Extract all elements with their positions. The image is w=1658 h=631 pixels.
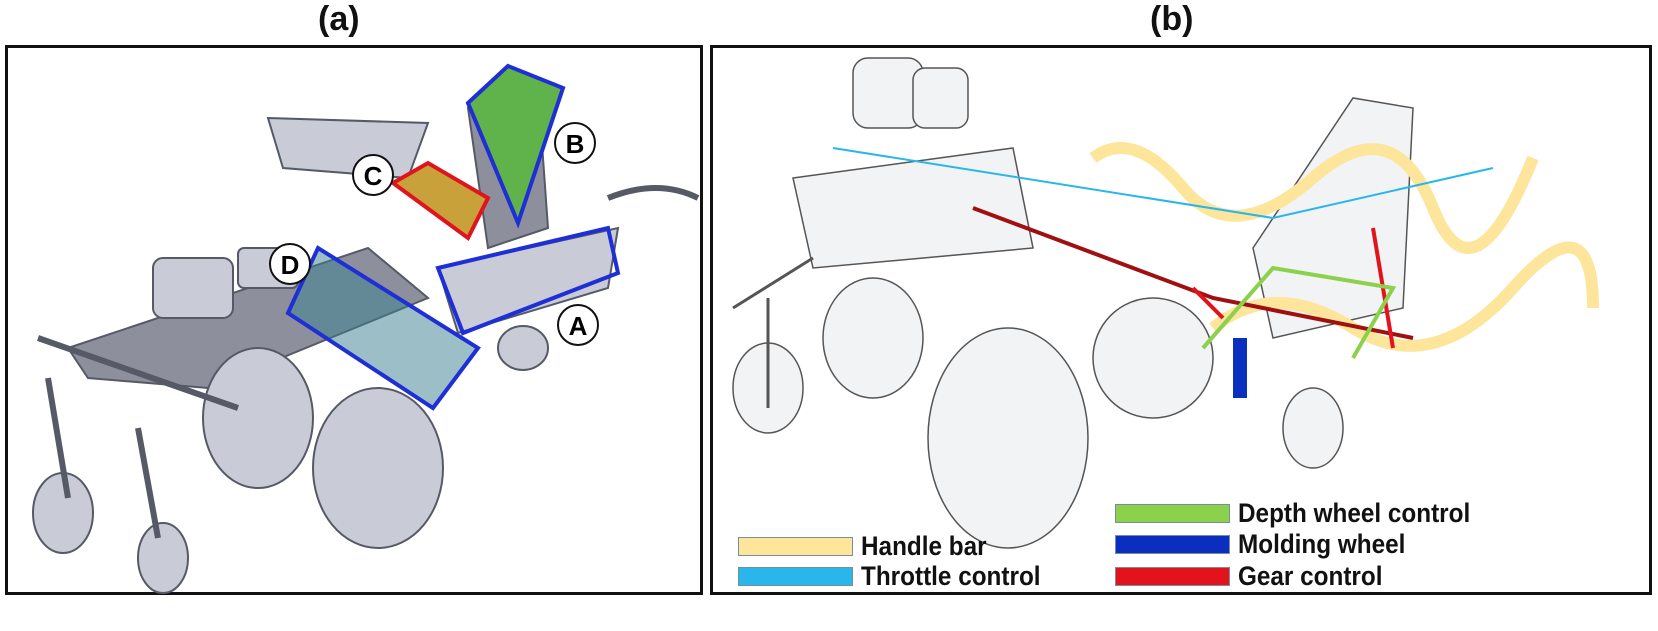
- legend-label: Handle bar: [861, 531, 987, 561]
- depth-wheel-part: [1201, 265, 1397, 359]
- legend-swatch: [738, 537, 853, 556]
- legend-item-throttle-control: Throttle control: [738, 561, 1060, 592]
- legend-label: Gear control: [1238, 561, 1383, 591]
- planter-wireframe-model: [732, 57, 1599, 549]
- label-b: B: [566, 129, 585, 159]
- legend-swatch: [1115, 535, 1230, 554]
- legend-label: Molding wheel: [1238, 529, 1406, 559]
- callout-c: C: [352, 154, 394, 196]
- legend-label: Throttle control: [861, 561, 1041, 591]
- panel-b: Handle bar Throttle control Depth wheel …: [710, 45, 1652, 595]
- legend-label: Depth wheel control: [1238, 498, 1471, 528]
- planter-cad-model: A B C D: [32, 63, 700, 594]
- seed-tray-box-c: [389, 160, 491, 242]
- gear-control-part: [972, 206, 1414, 340]
- label-a: A: [569, 311, 588, 341]
- label-d: D: [281, 250, 300, 280]
- callout-b: B: [554, 122, 596, 164]
- platform-box-a: [435, 225, 621, 336]
- legend-swatch: [738, 567, 853, 586]
- seed-plate-box-b: [465, 63, 566, 229]
- handle-bar-part: [1089, 142, 1539, 254]
- molding-wheel-part: [1233, 338, 1247, 398]
- callout-a: A: [557, 304, 599, 346]
- throttle-part: [832, 147, 1494, 220]
- panel-a: A B C D: [5, 45, 703, 595]
- legend-item-handle-bar: Handle bar: [738, 531, 1001, 562]
- label-c: C: [364, 161, 383, 191]
- legend-item-depth-wheel-control: Depth wheel control: [1115, 498, 1496, 529]
- panel-b-title: (b): [1150, 0, 1194, 38]
- callout-d: D: [269, 243, 311, 285]
- panel-a-title: (a): [318, 0, 360, 38]
- legend-item-gear-control: Gear control: [1115, 561, 1399, 592]
- legend-item-molding-wheel: Molding wheel: [1115, 529, 1424, 560]
- handle-bar-part: [1209, 241, 1599, 352]
- legend-swatch: [1115, 567, 1230, 586]
- legend-swatch: [1115, 504, 1230, 523]
